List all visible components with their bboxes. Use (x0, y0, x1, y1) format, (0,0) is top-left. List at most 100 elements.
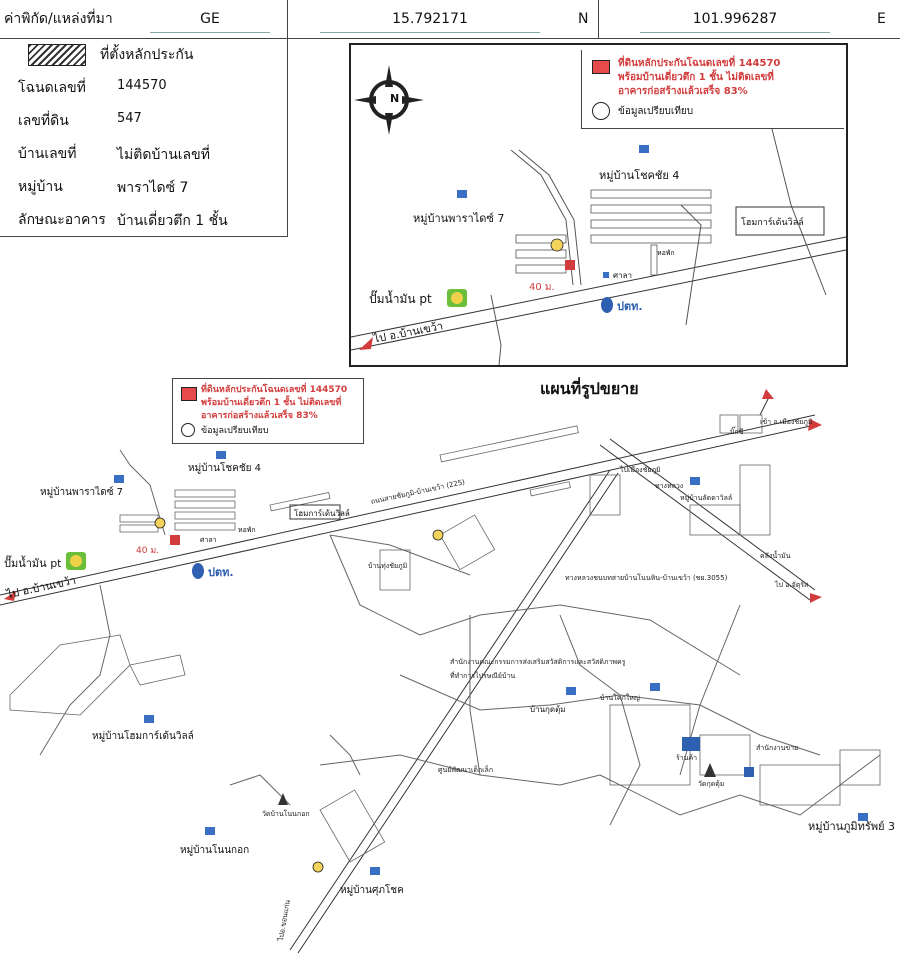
main-legend-comparison: ข้อมูลเปรียบเทียบ (201, 426, 269, 436)
longitude-value: 101.996287 (640, 6, 830, 33)
main-marker: คลังน้ำมัน (760, 552, 791, 560)
homemart-box (289, 504, 341, 520)
sala-icon (603, 272, 609, 278)
road-arrow-icon (359, 337, 373, 350)
inset-homemart: โฮมการ์เด้นวิลล์ (741, 218, 804, 228)
main-route-label: ทางหลวง (655, 482, 684, 490)
main-homemart: โฮมการ์เด้นวิลล์ (294, 509, 350, 518)
inset-map-drawing (351, 65, 846, 365)
main-dorm: หอพัก (238, 526, 256, 534)
village-value: พาราไดซ์ 7 (117, 180, 189, 196)
village-icon (370, 867, 380, 875)
ptt-icon (601, 297, 613, 313)
house-number-value: ไม่ติดบ้านเลขที่ (117, 147, 210, 163)
coordinate-header: ค่าพิกัด/แหล่งที่มา GE 15.792171 N 101.9… (0, 0, 900, 39)
village-icon (650, 683, 660, 691)
land-number-value: 547 (117, 111, 142, 126)
inset-gas-station: ปั๊มน้ำมัน pt (369, 292, 432, 306)
house-number-label: บ้านเลขที่ (18, 146, 77, 162)
village-icon (216, 451, 226, 459)
temple-icon (278, 793, 288, 805)
divider (287, 0, 288, 38)
village-icon (457, 190, 467, 198)
main-paradise-thai: หมู่บ้านลัดดาวิลล์ (680, 494, 733, 502)
collateral-marker (565, 260, 575, 270)
temple-icon (704, 763, 716, 777)
main-legend: ที่ดินหลักประกันโฉนดเลขที่ 144570 พร้อมบ… (172, 378, 364, 444)
village-icon (566, 687, 576, 695)
road-arrow-icon (4, 591, 16, 601)
shop-icon (682, 737, 700, 751)
main-map: แผนที่รูปขยาย ที่ดินหลักประกันโฉนดเลขที่… (0, 375, 900, 956)
main-junction: ทางหลวงชนบทสายบ้านโนนหิน-บ้านเขว้า (ชย.3… (565, 574, 728, 582)
comparison-circle-icon (592, 102, 610, 120)
deed-number-label: โฉนดเลขที่ (18, 80, 86, 96)
inset-village-paradise: หมู่บ้านพาราไดซ์ 7 (413, 212, 505, 225)
poi-marker (154, 517, 166, 529)
main-distance: 40 ม. (136, 546, 160, 556)
deed-number-value: 144570 (117, 78, 167, 93)
longitude-direction: E (877, 11, 886, 27)
inset-dorm: หอพัก (657, 249, 675, 257)
main-legend-title-1: ที่ดินหลักประกันโฉนดเลขที่ 144570 (201, 385, 348, 395)
main-village-bottom-left: หมู่บ้านโฮมการ์เด้นวิลล์ (92, 731, 194, 742)
inset-distance: 40 ม. (529, 282, 555, 293)
main-temple-nonkok: วัดบ้านโนนกอก (262, 810, 310, 818)
road-arrow-icon (810, 593, 822, 603)
ptt-icon (192, 563, 204, 579)
main-office: สำนักงานคณะกรรมการส่งเสริมสวัสดิการและสว… (450, 658, 626, 666)
property-info-box: ที่ตั้งหลักประกัน โฉนดเลขที่ 144570 เลขท… (0, 38, 288, 237)
village-icon (858, 813, 868, 821)
inset-map: N หมู่บ้านโชคชัย 4 หมู่บ้านพาราไดซ์ 7 โฮ… (349, 43, 848, 367)
poi-marker (312, 861, 324, 873)
main-temple-kudtum: วัดกุดตุ้ม (698, 780, 725, 788)
main-gas-station: ปั๊มน้ำมัน pt (4, 557, 62, 570)
main-map-drawing (0, 389, 881, 954)
poi-marker (432, 529, 444, 541)
main-village-phusap: หมู่บ้านภูมิทรัพย์ 3 (808, 820, 896, 833)
main-village-blocks (9, 414, 881, 863)
main-to-chatturat: ไป อ.จัตุรัส (775, 581, 809, 589)
main-village-nonkok: หมู่บ้านโนนกอก (180, 845, 250, 856)
coord-source: GE (150, 6, 270, 33)
land-number-label: เลขที่ดิน (18, 113, 69, 129)
village-icon (114, 475, 124, 483)
building-type-value: บ้านเดี่ยวตึก 1 ชั้น (117, 213, 228, 229)
main-village-kud: บ้านกุดตุ้ม (530, 705, 566, 714)
village-icon (639, 145, 649, 153)
inset-sala: ศาลา (613, 271, 632, 280)
inset-village-chokchai: หมู่บ้านโชคชัย 4 (599, 169, 680, 182)
main-village-paradise: หมู่บ้านพาราไดซ์ 7 (40, 487, 124, 498)
divider (598, 0, 599, 38)
inset-legend-title-3: อาคารก่อสร้างแล้วเสร็จ 83% (618, 86, 748, 97)
road-arrow-icon (762, 389, 774, 399)
village-icon (144, 715, 154, 723)
inset-legend-title-2: พร้อมบ้านเดี่ยวตึก 1 ชั้น ไม่ติดเลขที่ (618, 72, 774, 83)
inset-village-blocks (515, 189, 712, 276)
main-post: ที่ทำการไปรษณีย์บ้าน (450, 672, 516, 680)
homemart-box (735, 206, 825, 236)
coord-label: ค่าพิกัด/แหล่งที่มา (4, 11, 113, 27)
main-sala: ศาลา (200, 536, 217, 544)
inset-legend: ที่ดินหลักประกันโฉนดเลขที่ 144570 พร้อมบ… (581, 50, 844, 129)
main-legend-title-3: อาคารก่อสร้างแล้วเสร็จ 83% (201, 411, 318, 421)
village-label: หมู่บ้าน (18, 179, 63, 195)
main-cemetery: บ้านทุ่งชัยภูมิ (368, 562, 408, 570)
main-village-chokchai: หมู่บ้านโชคชัย 4 (188, 463, 262, 474)
hatch-swatch (28, 44, 86, 66)
compass-icon (354, 65, 424, 135)
inset-legend-title-1: ที่ดินหลักประกันโฉนดเลขที่ 144570 (618, 58, 781, 69)
local-roads (39, 449, 881, 826)
poi-marker (550, 238, 564, 252)
main-shop: ร้านค้า (676, 754, 698, 762)
village-icon (690, 477, 700, 485)
office-icon (744, 767, 754, 777)
compass-n-label: N (390, 92, 400, 105)
village-icon (205, 827, 215, 835)
main-village-bankhok: บ้านโคกใหญ่ (600, 694, 640, 702)
inset-ptt: ปตท. (617, 300, 643, 313)
road-arrow-icon (808, 419, 822, 431)
collateral-location-label: ที่ตั้งหลักประกัน (100, 47, 194, 63)
collateral-swatch (181, 387, 197, 401)
building-type-label: ลักษณะอาคาร (18, 212, 106, 228)
